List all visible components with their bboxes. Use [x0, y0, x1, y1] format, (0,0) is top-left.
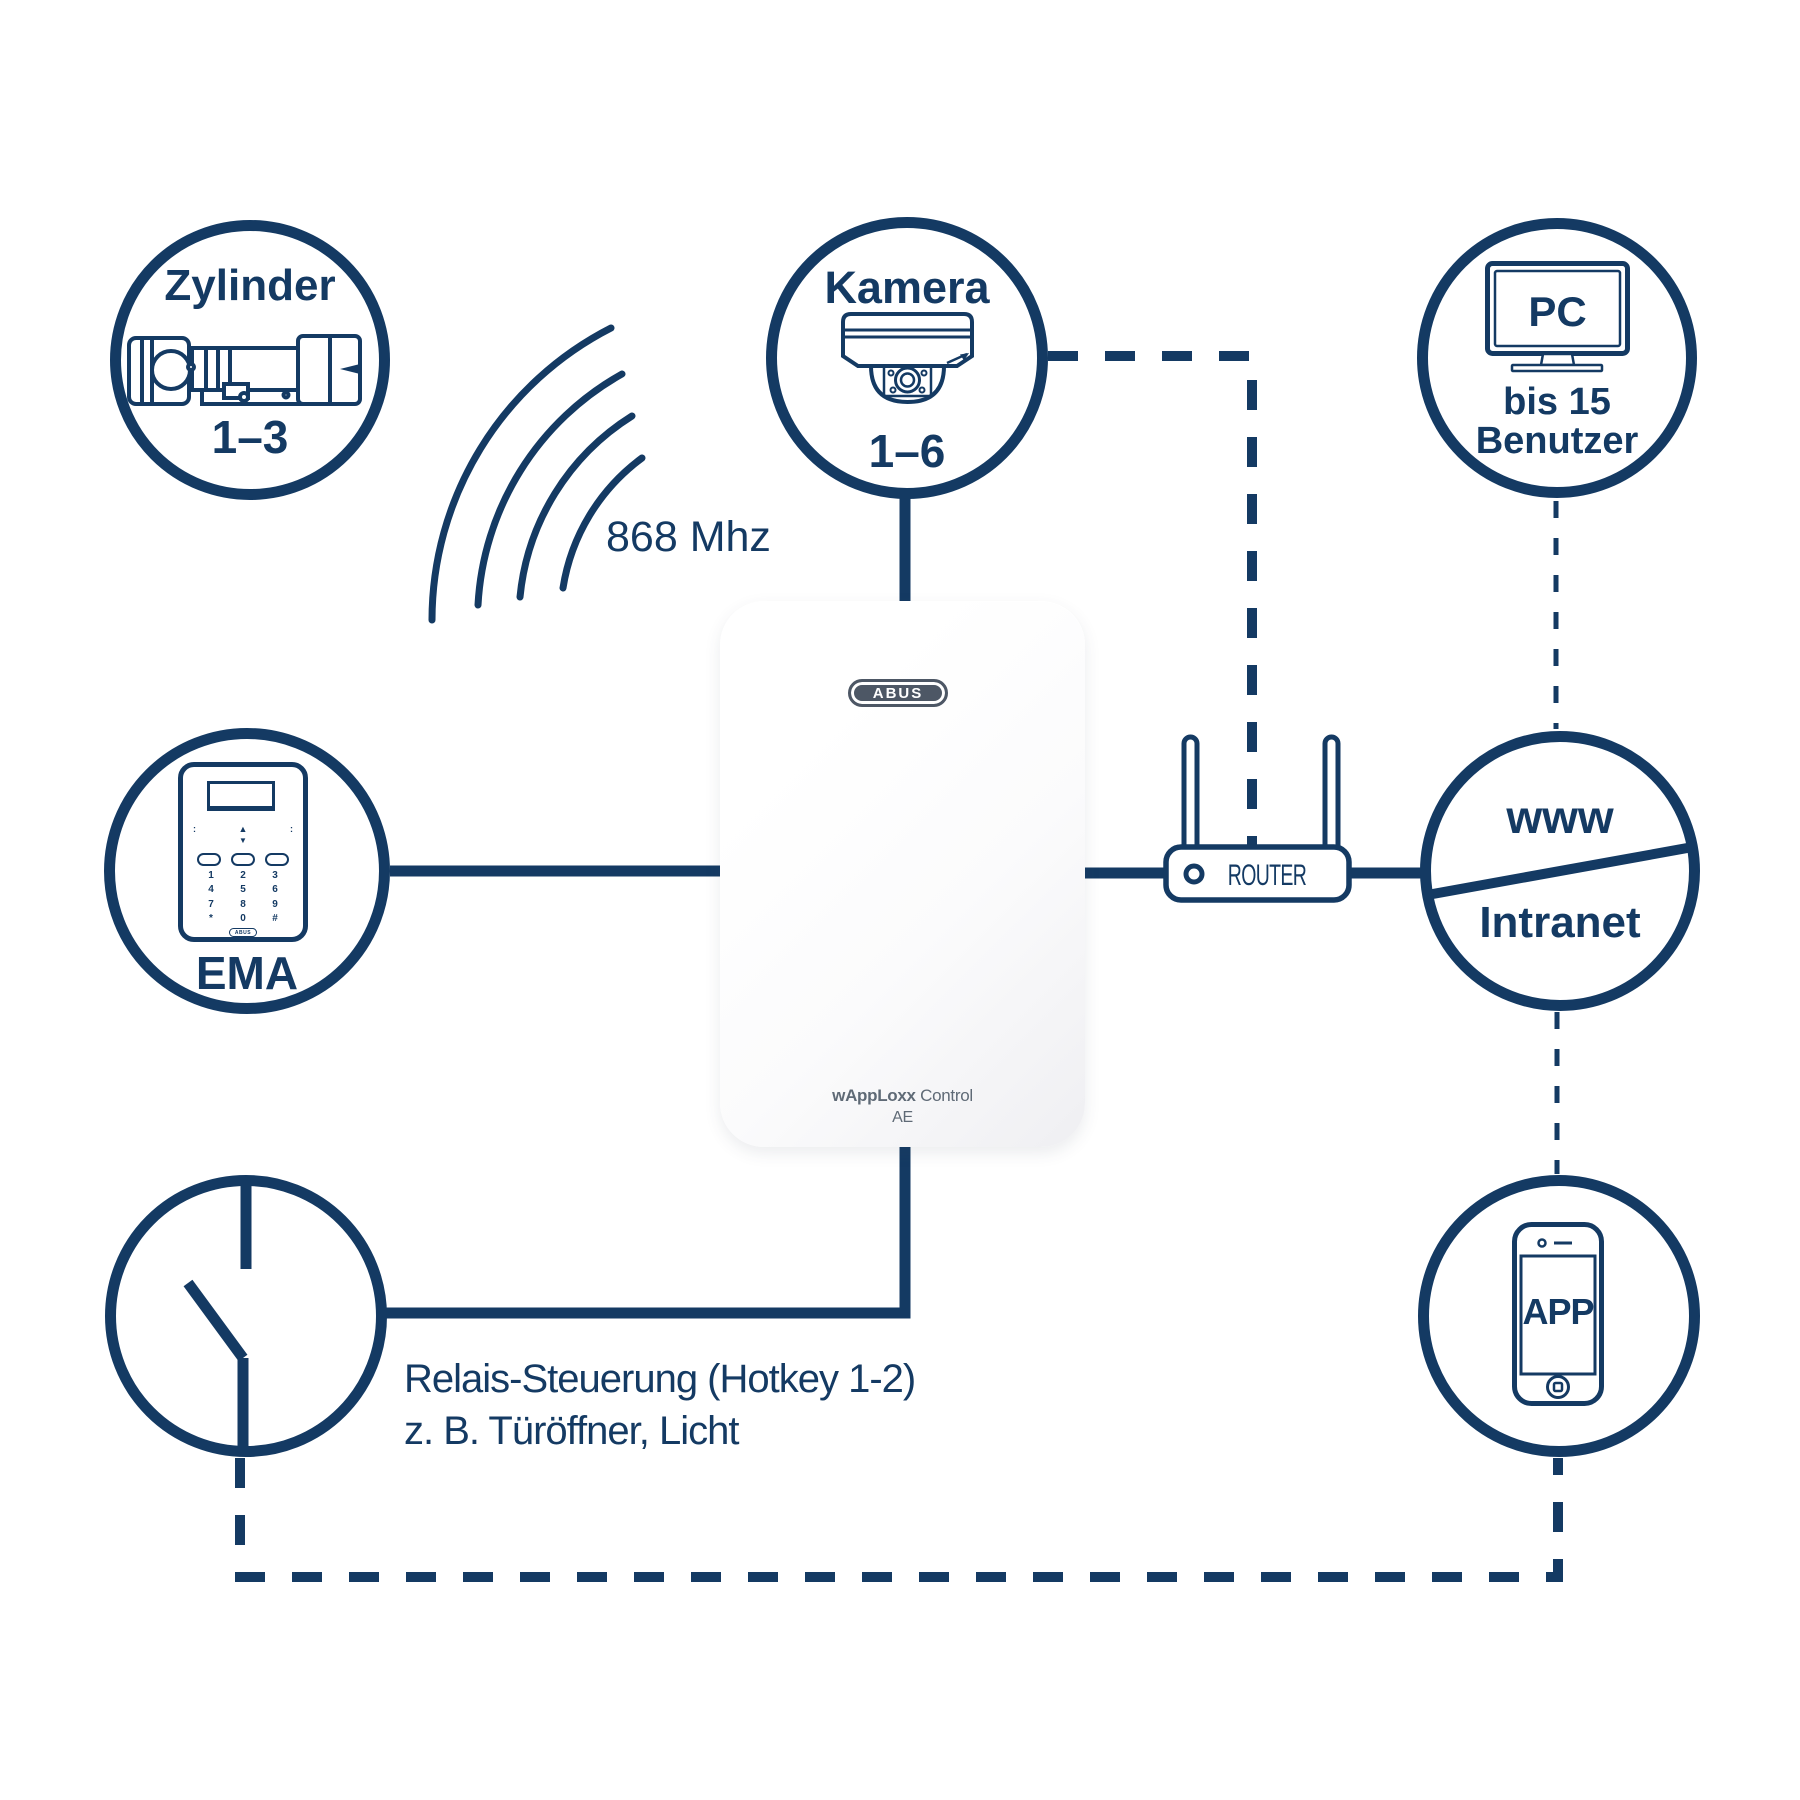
keypad-nav-row: : ▲ :: [193, 825, 293, 834]
smartphone-icon: [1512, 1222, 1604, 1406]
keypad-key: 4: [208, 884, 214, 896]
keypad-colon-right: :: [289, 824, 293, 834]
keypad-key: 8: [240, 898, 246, 910]
keypad-key: 7: [208, 898, 214, 910]
kamera-count: 1–6: [868, 425, 946, 477]
keypad-function-key: [231, 853, 255, 866]
pc-subtitle-line2: Benutzer: [1475, 420, 1639, 462]
keypad-digit-grid: 1 2 3 4 5 6 7 8 9 * 0 #: [195, 868, 291, 926]
radio-waves-icon: [428, 324, 646, 624]
router-icon: [1163, 734, 1352, 903]
dashed-kamera-router: [1048, 351, 1257, 846]
keypad-key: 5: [240, 884, 246, 896]
monitor-icon: [1485, 261, 1630, 373]
alarm-keypad-icon: : ▲ : ▼ 1 2 3 4 5 6 7 8 9 * 0 # ABUS: [178, 762, 308, 942]
keypad-colon-left: :: [193, 824, 196, 834]
dome-camera-icon: [841, 312, 974, 405]
keypad-key: 0: [240, 913, 246, 925]
www-label: www: [1506, 791, 1614, 843]
keypad-arrow-down-icon: ▼: [239, 836, 247, 845]
keypad-key: *: [209, 913, 213, 925]
node-relay-switch: [105, 1175, 387, 1457]
hub-model-bold: wAppLoxx: [832, 1086, 916, 1105]
www-intranet-divider: [1431, 842, 1689, 900]
keypad-function-key: [265, 853, 289, 866]
hub-model-text: wAppLoxx Control: [720, 1086, 1085, 1106]
kamera-title: Kamera: [824, 262, 990, 313]
keypad-key: 2: [240, 869, 246, 881]
pc-subtitle-line1: bis 15: [1503, 381, 1611, 423]
node-www-intranet: [1420, 731, 1700, 1011]
zylinder-count: 1–3: [211, 411, 289, 463]
dashed-relay-app-loop: [235, 1458, 1563, 1582]
hub-variant: AE: [892, 1109, 913, 1126]
router-label: ROUTER: [1227, 859, 1307, 892]
lock-cylinder-icon: [127, 334, 362, 406]
hub-model-rest: Control: [920, 1086, 973, 1105]
switch-icon: [183, 1186, 252, 1446]
keypad-arrow-up-icon: ▲: [238, 824, 248, 834]
zylinder-title: Zylinder: [164, 261, 336, 310]
relay-caption-line1: Relais-Steuerung (Hotkey 1-2): [404, 1357, 916, 1401]
line-hub-relay: [385, 1100, 911, 1319]
abus-logo-text: ABUS: [872, 684, 924, 702]
node-ema: [104, 728, 390, 1014]
keypad-function-key: [197, 853, 221, 866]
keypad-brand-badge: ABUS: [229, 928, 257, 937]
abus-logo: ABUS: [848, 679, 948, 707]
keypad-key: 6: [272, 884, 278, 896]
keypad-key: 9: [272, 898, 278, 910]
keypad-key: #: [272, 913, 278, 925]
keypad-key: 3: [272, 869, 278, 881]
keypad-screen: [207, 781, 275, 811]
ema-title: EMA: [195, 947, 299, 999]
frequency-label: 868 Mhz: [606, 513, 771, 561]
pc-title: PC: [1528, 288, 1587, 335]
relay-caption-line2: z. B. Türöffner, Licht: [404, 1409, 739, 1453]
intranet-label: Intranet: [1479, 898, 1641, 947]
keypad-key: 1: [208, 869, 214, 881]
node-app: [1418, 1175, 1700, 1457]
app-label: APP: [1522, 1291, 1594, 1332]
